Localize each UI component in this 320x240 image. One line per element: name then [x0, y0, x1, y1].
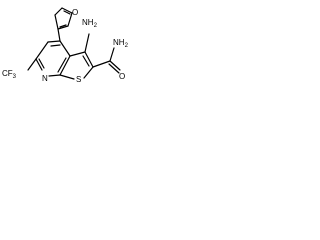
amide-oxygen-label: O	[119, 72, 125, 81]
furan-pyridine-bond	[57, 28, 61, 42]
thiophene-ring	[59, 51, 94, 80]
cf3-bond	[27, 58, 37, 71]
pyridine-ring	[35, 40, 71, 77]
trifluoromethyl-label: CF3	[2, 69, 17, 80]
furan-ring	[54, 7, 73, 30]
amino-label: NH2	[82, 18, 98, 29]
pyridine-nitrogen-label: N	[42, 74, 48, 83]
molecule-structure: NH2 NH2 O O N S CF3	[2, 7, 129, 84]
furan-oxygen-label: O	[72, 8, 78, 17]
thiophene-sulfur-label: S	[76, 75, 81, 84]
amide-nh2-label: NH2	[113, 38, 129, 49]
amide-group	[92, 47, 121, 74]
amino-bond	[84, 33, 90, 53]
